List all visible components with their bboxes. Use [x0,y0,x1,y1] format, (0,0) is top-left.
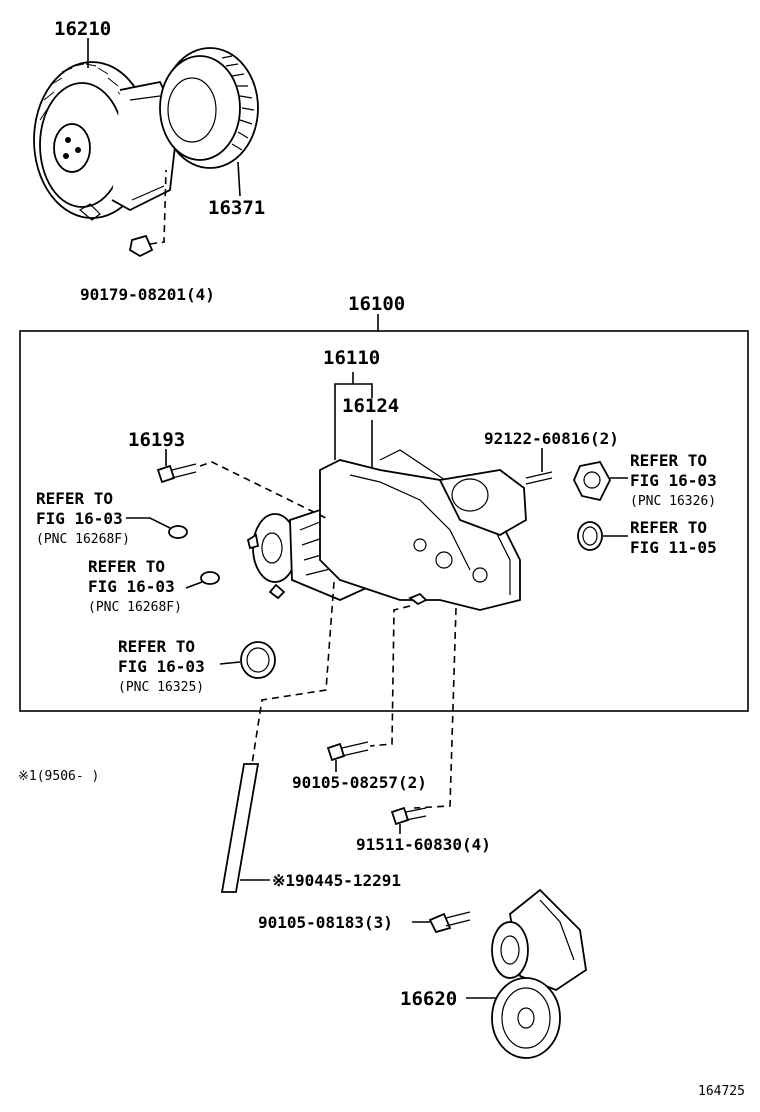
ref1-line1: REFER TO [36,489,113,508]
ref3-line2: FIG 16-03 [118,657,205,676]
bolt-90179 [128,234,154,258]
label-91511: 91511-60830(4) [356,835,491,854]
ref3-line1: REFER TO [118,637,195,656]
label-16620: 16620 [400,988,457,1010]
label-92122: 92122-60816(2) [484,429,619,448]
oring-16268f-b [200,571,220,585]
ref1-line3: (PNC 16268F) [36,532,130,547]
fan-clutch-drawing [33,61,179,221]
label-16193: 16193 [128,429,185,451]
tensioner-drawing [491,888,587,1059]
figure-number: 164725 [698,1084,745,1099]
assembly-box [19,330,749,712]
ref4-line1: REFER TO [630,451,707,470]
label-16110: 16110 [323,347,380,369]
label-90179: 90179-08201(4) [80,285,215,304]
oring-16268f-a [168,525,188,539]
ref5-line1: REFER TO [630,518,707,537]
label-16124: 16124 [342,395,399,417]
ref2-line1: REFER TO [88,557,165,576]
ref4-line2: FIG 16-03 [630,471,717,490]
label-16210: 16210 [54,18,111,40]
ref3-line3: (PNC 16325) [118,680,204,695]
ref4-line3: (PNC 16326) [630,494,716,509]
water-pump-drawing [246,449,527,611]
leader-90179 [149,169,167,245]
oring-16325 [240,641,276,679]
label-90445: ※190445-12291 [272,871,401,890]
label-16100: 16100 [348,293,405,315]
label-16371: 16371 [208,197,265,219]
label-90105-08183: 90105-08183(3) [258,913,393,932]
note-1: ※1(9506- ) [18,769,99,784]
ref2-line3: (PNC 16268F) [88,600,182,615]
ref1-line2: FIG 16-03 [36,509,123,528]
fan-pulley-drawing [159,47,259,169]
bolt-16193 [156,464,176,484]
pipe-90445 [220,763,260,893]
gasket-16326 [573,460,612,502]
ref2-line2: FIG 16-03 [88,577,175,596]
stud-92122 [525,471,553,485]
label-90105-08257: 90105-08257(2) [292,773,427,792]
ref5-line2: FIG 11-05 [630,538,717,557]
oring-11-05 [577,521,603,551]
